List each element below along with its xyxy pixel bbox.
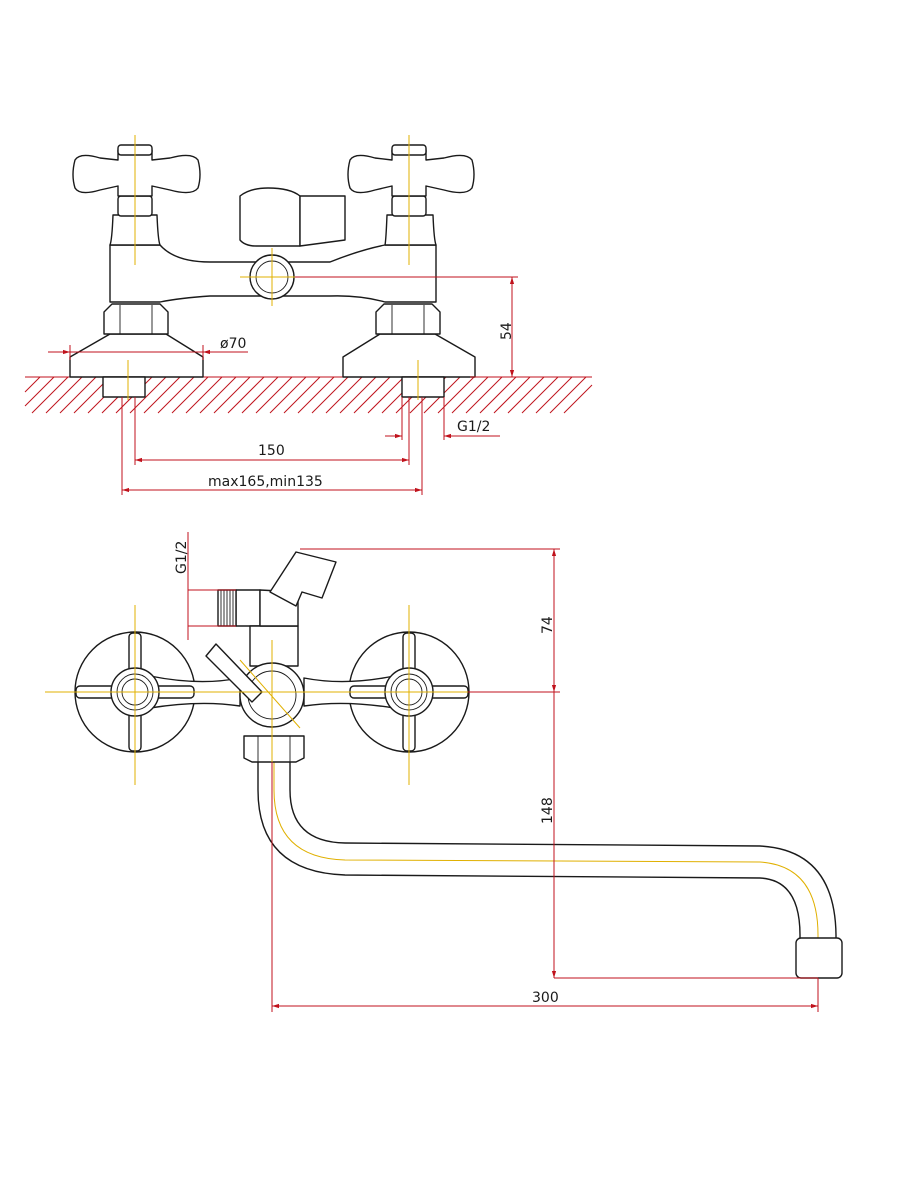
right-handle [347, 144, 475, 246]
hatch-line [563, 384, 593, 414]
hatch-line [129, 376, 167, 414]
dim-spacing-150: 150 [258, 443, 285, 459]
hatch-line [325, 376, 363, 414]
dim-thread-g12-front: G1/2 [174, 541, 190, 574]
hatch-line [367, 376, 405, 414]
hatch-line [339, 376, 377, 414]
left-flange [69, 303, 204, 398]
hatch-line [549, 376, 587, 414]
hatch-line [283, 376, 321, 414]
hatch-line [493, 376, 531, 414]
top-view: 54 ø70 G1/2 150 max165,min135 [24, 135, 593, 495]
shower-outlet [217, 551, 337, 667]
hatch-line [451, 376, 489, 414]
hatch-line [185, 376, 223, 414]
hatch-line [227, 376, 265, 414]
top-dimensions: 54 ø70 G1/2 150 max165,min135 [48, 276, 518, 495]
hatch-line [24, 376, 41, 393]
hatch-line [143, 376, 181, 414]
hatch-line [507, 376, 545, 414]
dim-diameter-70: ø70 [220, 336, 246, 352]
hatch-line [311, 376, 349, 414]
front-view: 74 148 300 G1/2 [45, 532, 843, 1012]
left-handle [72, 144, 201, 246]
wall-hatching [24, 376, 593, 414]
dim-reach-300: 300 [532, 990, 559, 1006]
hatch-line [171, 376, 209, 414]
hatch-line [157, 376, 195, 414]
dim-thread-g12-top: G1/2 [457, 419, 490, 435]
hatch-line [31, 376, 69, 414]
hatch-line [297, 376, 335, 414]
hatch-line [353, 376, 391, 414]
right-flange [342, 303, 476, 398]
spout-nut [243, 735, 305, 763]
hatch-line [535, 376, 573, 414]
hatch-line [213, 376, 251, 414]
dim-lower-148: 148 [540, 797, 556, 824]
hatch-line [521, 376, 559, 414]
spout-aerator [795, 937, 843, 979]
spout-pipe [257, 761, 801, 946]
front-centerlines [45, 605, 500, 785]
hatch-line [45, 376, 83, 414]
dim-upper-74: 74 [540, 616, 556, 634]
hatch-line [59, 376, 97, 414]
mixer-body [109, 187, 437, 303]
hatch-line [465, 376, 503, 414]
front-dimensions: 74 148 300 G1/2 [174, 532, 819, 1012]
dim-height-54: 54 [499, 322, 515, 340]
hatch-line [24, 376, 55, 407]
hatch-line [269, 376, 307, 414]
hatch-line [479, 376, 517, 414]
hatch-line [255, 376, 293, 414]
dim-range-165-135: max165,min135 [208, 474, 323, 490]
hatch-line [241, 376, 279, 414]
hatch-line [199, 376, 237, 414]
top-centerlines [127, 135, 419, 400]
